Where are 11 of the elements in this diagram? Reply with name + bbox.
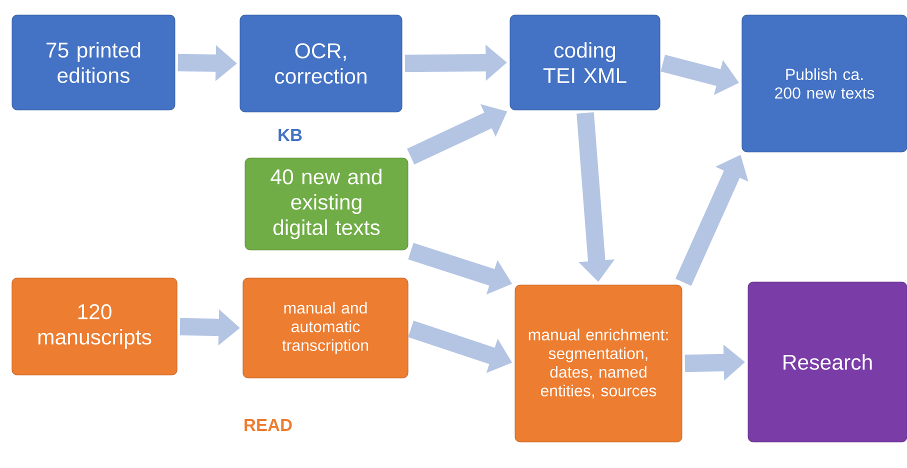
process-box: manual enrichment: segmentation, dates, named entities, sources [514, 284, 682, 442]
process-box: 120 manuscripts [12, 278, 178, 376]
process-box: 40 new and existing digital texts [244, 158, 408, 250]
source-label: KB [278, 129, 302, 141]
process-box: manual and automatic transcription [242, 278, 408, 378]
source-label: READ [244, 419, 292, 431]
process-box: coding TEI XML [510, 14, 660, 110]
process-box: 75 printed editions [12, 14, 176, 110]
process-box: OCR, correction [240, 14, 402, 112]
process-box: Publish ca. 200 new texts [742, 14, 907, 152]
process-box: Research [748, 282, 907, 442]
